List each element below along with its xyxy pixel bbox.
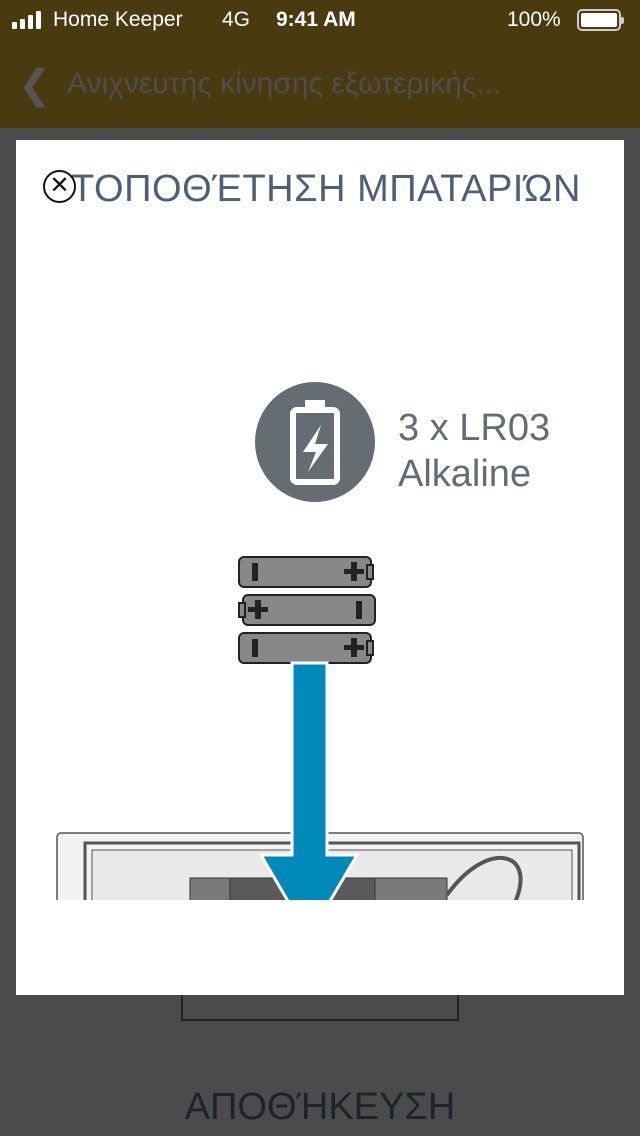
divider — [40, 1053, 600, 1054]
dialog-title: ΤΟΠΟΘΈΤΗΣΗ ΜΠΑΤΑΡΙΏΝ — [71, 168, 581, 210]
battery-installation-illustration: 3 x LR03 Alkaline — [56, 382, 584, 900]
battery-icon — [577, 9, 624, 31]
battery-spec-line1: 3 x LR03 — [398, 407, 550, 449]
battery-icon — [255, 382, 375, 502]
network-label: 4G — [222, 8, 251, 31]
clock: 9:41 AM — [276, 8, 356, 31]
nav-bar: ❮ Ανιχνευτής κίνησης εξωτερικής... — [0, 40, 640, 128]
aaa-batteries — [238, 556, 376, 664]
battery-spec-line2: Alkaline — [398, 453, 531, 495]
carrier-label: Home Keeper — [53, 8, 183, 31]
background-device-image — [181, 995, 459, 1021]
status-bar: Home Keeper 4G 9:41 AM 100% — [0, 0, 640, 40]
signal-icon — [12, 11, 41, 29]
insert-arrow — [258, 661, 360, 900]
battery-install-dialog: ΤΟΠΟΘΈΤΗΣΗ ΜΠΑΤΑΡΙΏΝ ✕ 3 x LR03 Alkaline — [16, 140, 624, 995]
back-chevron-icon[interactable]: ❮ — [18, 63, 52, 107]
battery-percent: 100% — [507, 8, 561, 31]
nav-title: Ανιχνευτής κίνησης εξωτερικής... — [67, 67, 502, 100]
save-button[interactable]: ΑΠΟΘΉΚΕΥΣΗ — [184, 1086, 456, 1128]
close-icon[interactable]: ✕ — [43, 170, 76, 203]
